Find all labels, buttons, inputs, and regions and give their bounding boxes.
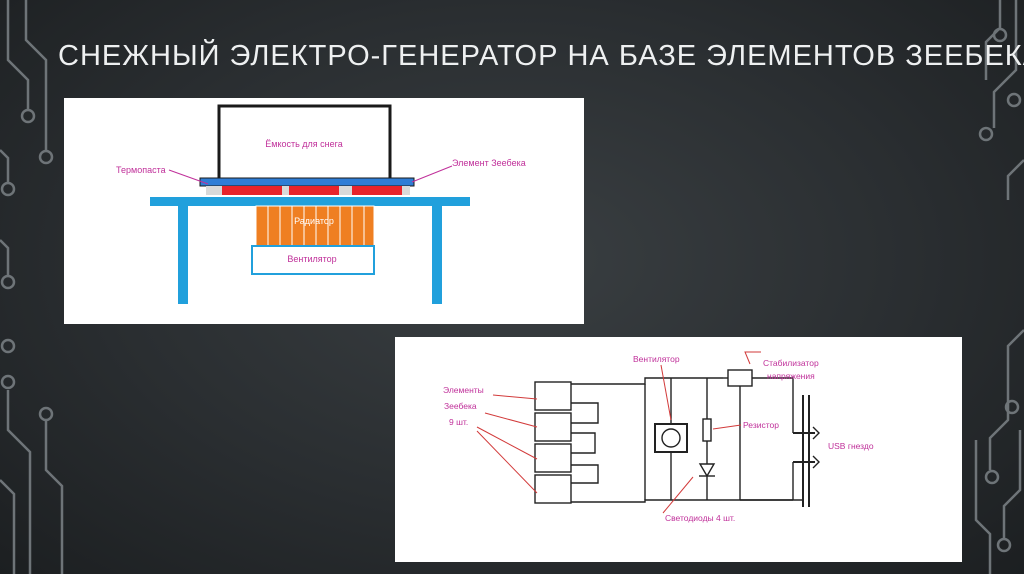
circuit-trace xyxy=(988,329,1024,470)
circuit-trace xyxy=(1002,430,1022,538)
fan-label: Вентилятор xyxy=(287,254,336,264)
elements-label: 9 шт. xyxy=(449,417,468,427)
stabilizer-label: напряжения xyxy=(767,371,815,381)
circuit-trace xyxy=(44,420,64,574)
stabilizer xyxy=(727,369,753,387)
circuit-trace xyxy=(992,0,1018,128)
circuit-diagram: Элементы Зеебека 9 шт. Вентилятор Стабил… xyxy=(395,337,962,562)
seebeck-pointer xyxy=(411,165,453,183)
seebeck-element xyxy=(222,186,282,195)
table-leg-right xyxy=(432,206,442,304)
usb-label: USB гнездо xyxy=(828,441,874,451)
circuit-node xyxy=(38,149,54,165)
stabilizer-out xyxy=(752,377,794,433)
resistor-label: Резистор xyxy=(743,420,779,430)
circuit-node xyxy=(38,406,54,422)
stabilizer-label: Стабилизатор xyxy=(763,358,819,368)
usb-arrow xyxy=(812,455,820,469)
circuit-node xyxy=(0,274,16,290)
container-label: Ёмкость для снега xyxy=(265,139,343,149)
led-diode xyxy=(698,463,716,478)
circuit-node xyxy=(1004,399,1020,415)
seebeck-element xyxy=(289,186,339,195)
elements-pointer xyxy=(492,394,538,400)
circuit-trace xyxy=(0,149,10,182)
thermal-paste-label: Термопаста xyxy=(116,165,166,175)
stabilizer-pointer xyxy=(744,351,761,365)
circuit-trace xyxy=(0,479,16,574)
leds-pointer xyxy=(662,476,694,514)
fan-box xyxy=(251,245,375,275)
wire-bottom xyxy=(571,499,803,503)
elements-pointer xyxy=(484,412,538,428)
circuit-node xyxy=(0,374,16,390)
elements-pointer xyxy=(476,430,538,494)
circuit-node xyxy=(996,537,1012,553)
page-title: СНЕЖНЫЙ ЭЛЕКТРО-ГЕНЕРАТОР НА БАЗЕ ЭЛЕМЕН… xyxy=(58,40,1024,72)
circuit-svg: Элементы Зеебека 9 шт. Вентилятор Стабил… xyxy=(443,351,874,523)
usb-arrow xyxy=(812,426,820,440)
seebeck-cell xyxy=(534,412,572,442)
circuit-trace xyxy=(6,0,30,110)
thermal-paste-pointer xyxy=(168,169,209,185)
resistor xyxy=(702,418,712,442)
construction-diagram: Ёмкость для снега Радиатор Вентилятор xyxy=(64,98,584,324)
cell-connector xyxy=(571,464,599,484)
circuit-fan xyxy=(654,423,688,453)
circuit-trace xyxy=(974,440,992,574)
top-plate xyxy=(199,177,415,187)
circuit-trace xyxy=(6,390,32,574)
seebeck-element xyxy=(352,186,402,195)
snow-container xyxy=(217,104,392,182)
cell-connector xyxy=(571,432,596,454)
circuit-node xyxy=(1006,92,1022,108)
circuit-trace xyxy=(1006,159,1024,200)
circuit-fan-label: Вентилятор xyxy=(633,354,680,364)
circuit-trace xyxy=(0,239,10,275)
elements-label: Зеебека xyxy=(444,401,477,411)
fan-pointer xyxy=(660,364,672,421)
circuit-node xyxy=(978,126,994,142)
seebeck-cell xyxy=(534,474,572,504)
seebeck-cell xyxy=(534,443,572,473)
circuit-node xyxy=(992,27,1008,43)
table-leg-left xyxy=(178,206,188,304)
resistor-pointer xyxy=(712,424,742,430)
circuit-node xyxy=(0,338,16,354)
seebeck-element-label: Элемент Зеебека xyxy=(452,158,526,168)
leds-label: Светодиоды 4 шт. xyxy=(665,513,735,523)
construction-svg: Ёмкость для снега Радиатор Вентилятор xyxy=(116,104,526,304)
elements-pointer xyxy=(476,426,538,460)
radiator xyxy=(255,205,375,247)
circuit-trace xyxy=(24,0,48,150)
seebeck-cell xyxy=(534,381,572,411)
wire-top xyxy=(571,377,723,385)
elements-label: Элементы xyxy=(443,385,484,395)
circuit-node xyxy=(984,469,1000,485)
radiator-label: Радиатор xyxy=(294,216,334,226)
fan-rotor xyxy=(661,428,681,448)
table-top xyxy=(150,197,470,206)
cell-connector xyxy=(571,402,599,424)
circuit-node xyxy=(20,108,36,124)
circuit-node xyxy=(0,181,16,197)
